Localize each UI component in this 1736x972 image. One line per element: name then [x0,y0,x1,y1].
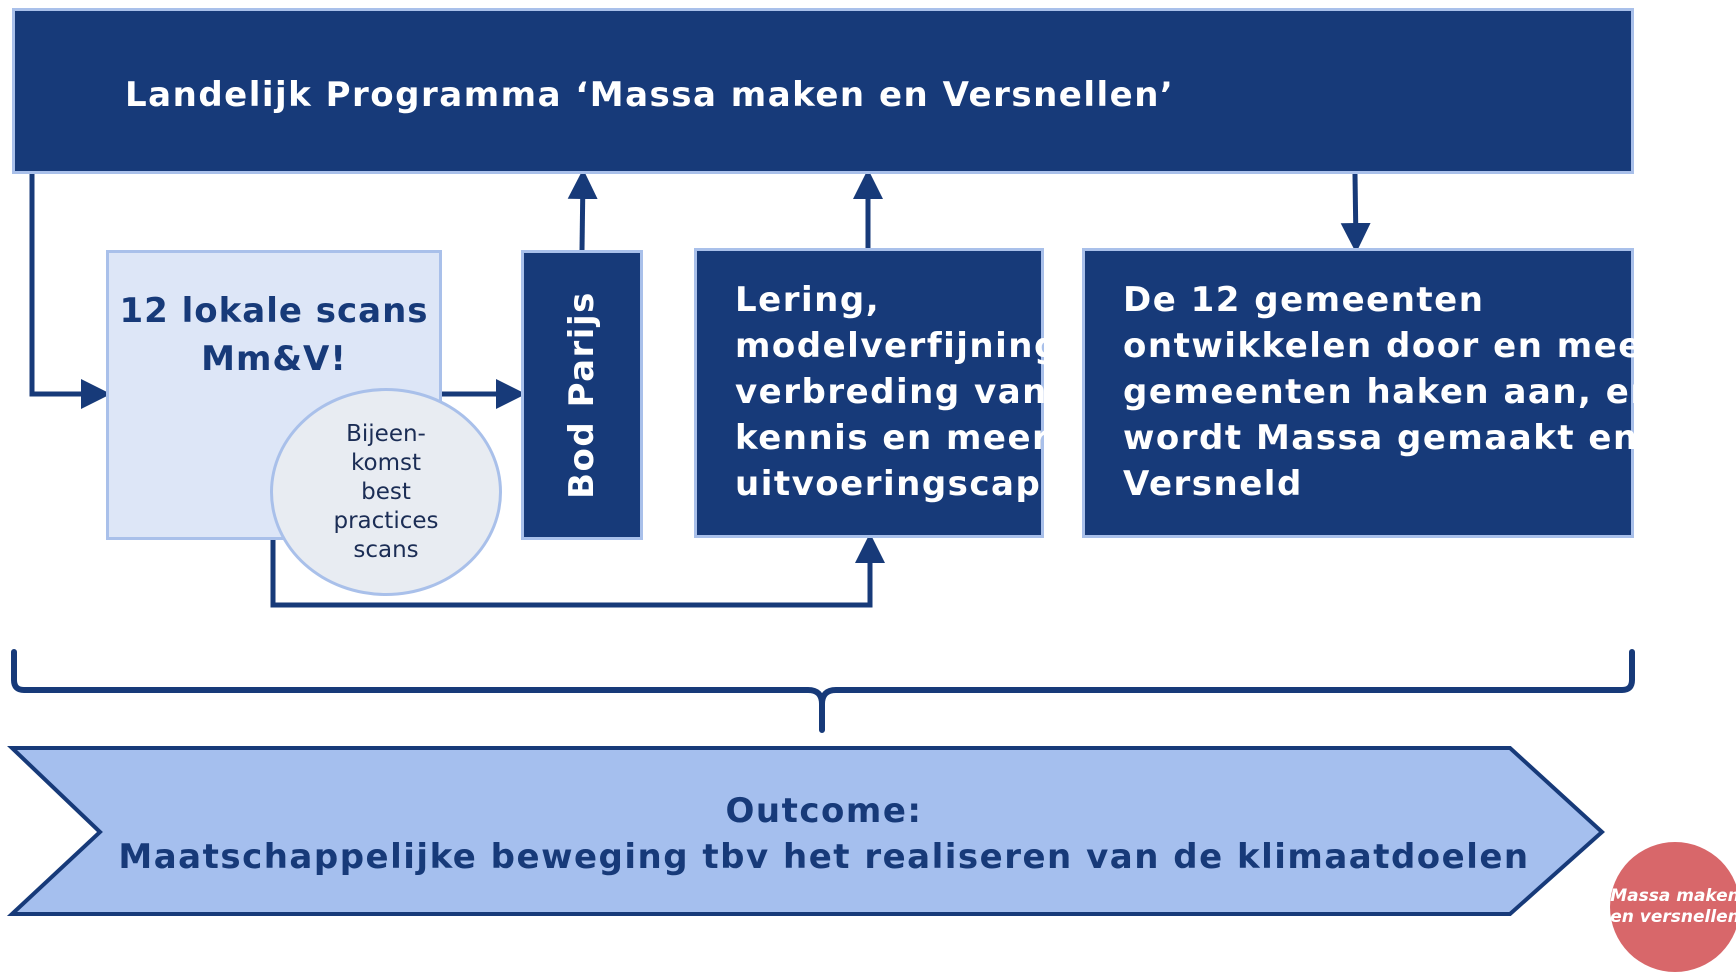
logo-line-1: Massa maken [1610,886,1736,906]
lering-line: uitvoeringscap. [735,464,1056,504]
banner-title: Landelijk Programma ‘Massa maken en Vers… [125,75,1175,115]
bijeenkomst-line: practices [333,507,439,534]
gemeenten-line: ontwikkelen door en meer [1123,326,1662,366]
outcome-arrow-shape [6,746,1605,916]
bijeenkomst-line: komst [351,449,421,476]
lering-line: modelverfijning, [735,326,1075,366]
top-banner: Landelijk Programma ‘Massa maken en Vers… [12,8,1634,174]
lering-line: verbreding van [735,372,1048,412]
gemeenten-line: Versneld [1123,464,1303,504]
outcome-description: Maatschappelijke beweging tbv het realis… [118,837,1530,877]
lering-line: kennis en meer [735,418,1051,458]
logo-line-2: en versnellen [1610,907,1736,927]
outcome-text: Outcome: Maatschappelijke beweging tbv h… [0,788,1648,880]
grouping-brace [11,649,1635,733]
bijeenkomst-line: scans [353,536,419,563]
lering-text: Lering, modelverfijning, verbreding van … [735,277,1075,507]
arrow-bod-to-banner [567,169,598,251]
gemeenten-line: wordt Massa gemaakt en [1123,418,1639,458]
scans-title-line-2: Mm&V! [201,339,347,379]
gemeenten-line: De 12 gemeenten [1123,280,1485,320]
massa-maken-logo: Massa maken en versnellen [1610,842,1736,972]
arrow-scans-to-lering [270,532,885,608]
outcome-label: Outcome: [725,791,923,831]
lering-line: Lering, [735,280,881,320]
gemeenten-text: De 12 gemeenten ontwikkelen door en meer… [1123,277,1662,507]
scans-title-line-1: 12 lokale scans [119,291,429,331]
lering-box: Lering, modelverfijning, verbreding van … [694,248,1075,538]
bod-parijs-box: Bod Parijs [521,250,643,540]
gemeenten-line: gemeenten haken aan, er [1123,372,1649,412]
bijeenkomst-line: best [361,478,411,505]
bijeenkomst-line: Bijeen- [346,420,426,447]
bod-parijs-label: Bod Parijs [562,291,602,499]
bijeenkomst-circle: Bijeen- komst best practices scans [270,388,502,596]
gemeenten-box: De 12 gemeenten ontwikkelen door en meer… [1082,248,1662,538]
arrow-banner-to-gemeenten [1340,173,1371,253]
arrow-banner-to-scans [29,174,112,409]
